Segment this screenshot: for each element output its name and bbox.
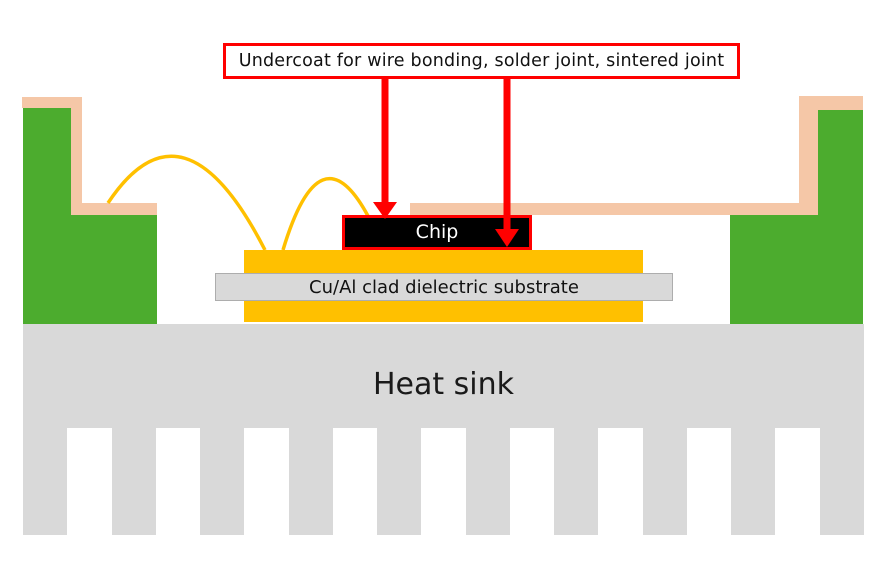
substrate-label: Cu/Al clad dielectric substrate: [309, 276, 579, 298]
heat-sink-fin: [23, 428, 67, 535]
heat-sink-body: Heat sink: [23, 324, 864, 428]
heat-sink-fin: [819, 428, 864, 535]
heat-sink-fin: [111, 428, 156, 535]
plating-left: [22, 97, 157, 215]
chip-body: Chip: [342, 215, 532, 250]
callout-box: Undercoat for wire bonding, solder joint…: [223, 43, 740, 79]
substrate-bar: Cu/Al clad dielectric substrate: [215, 273, 673, 301]
heat-sink-fin: [200, 428, 245, 535]
lead-frame-left: [23, 108, 157, 324]
heat-sink-fins: [23, 428, 864, 535]
heat-sink-fin: [642, 428, 687, 535]
chip-label: Chip: [415, 221, 459, 243]
callout-label: Undercoat for wire bonding, solder joint…: [238, 51, 725, 71]
heat-sink-fin: [288, 428, 333, 535]
heat-sink-fin: [465, 428, 510, 535]
heat-sink-fin: [731, 428, 776, 535]
heat-sink-label: Heat sink: [372, 367, 515, 402]
clip-lead-right: [410, 96, 863, 215]
heat-sink-fin: [377, 428, 422, 535]
heat-sink-fin: [554, 428, 599, 535]
lead-frame-right: [730, 110, 863, 324]
bond-wire-left: [106, 154, 267, 251]
